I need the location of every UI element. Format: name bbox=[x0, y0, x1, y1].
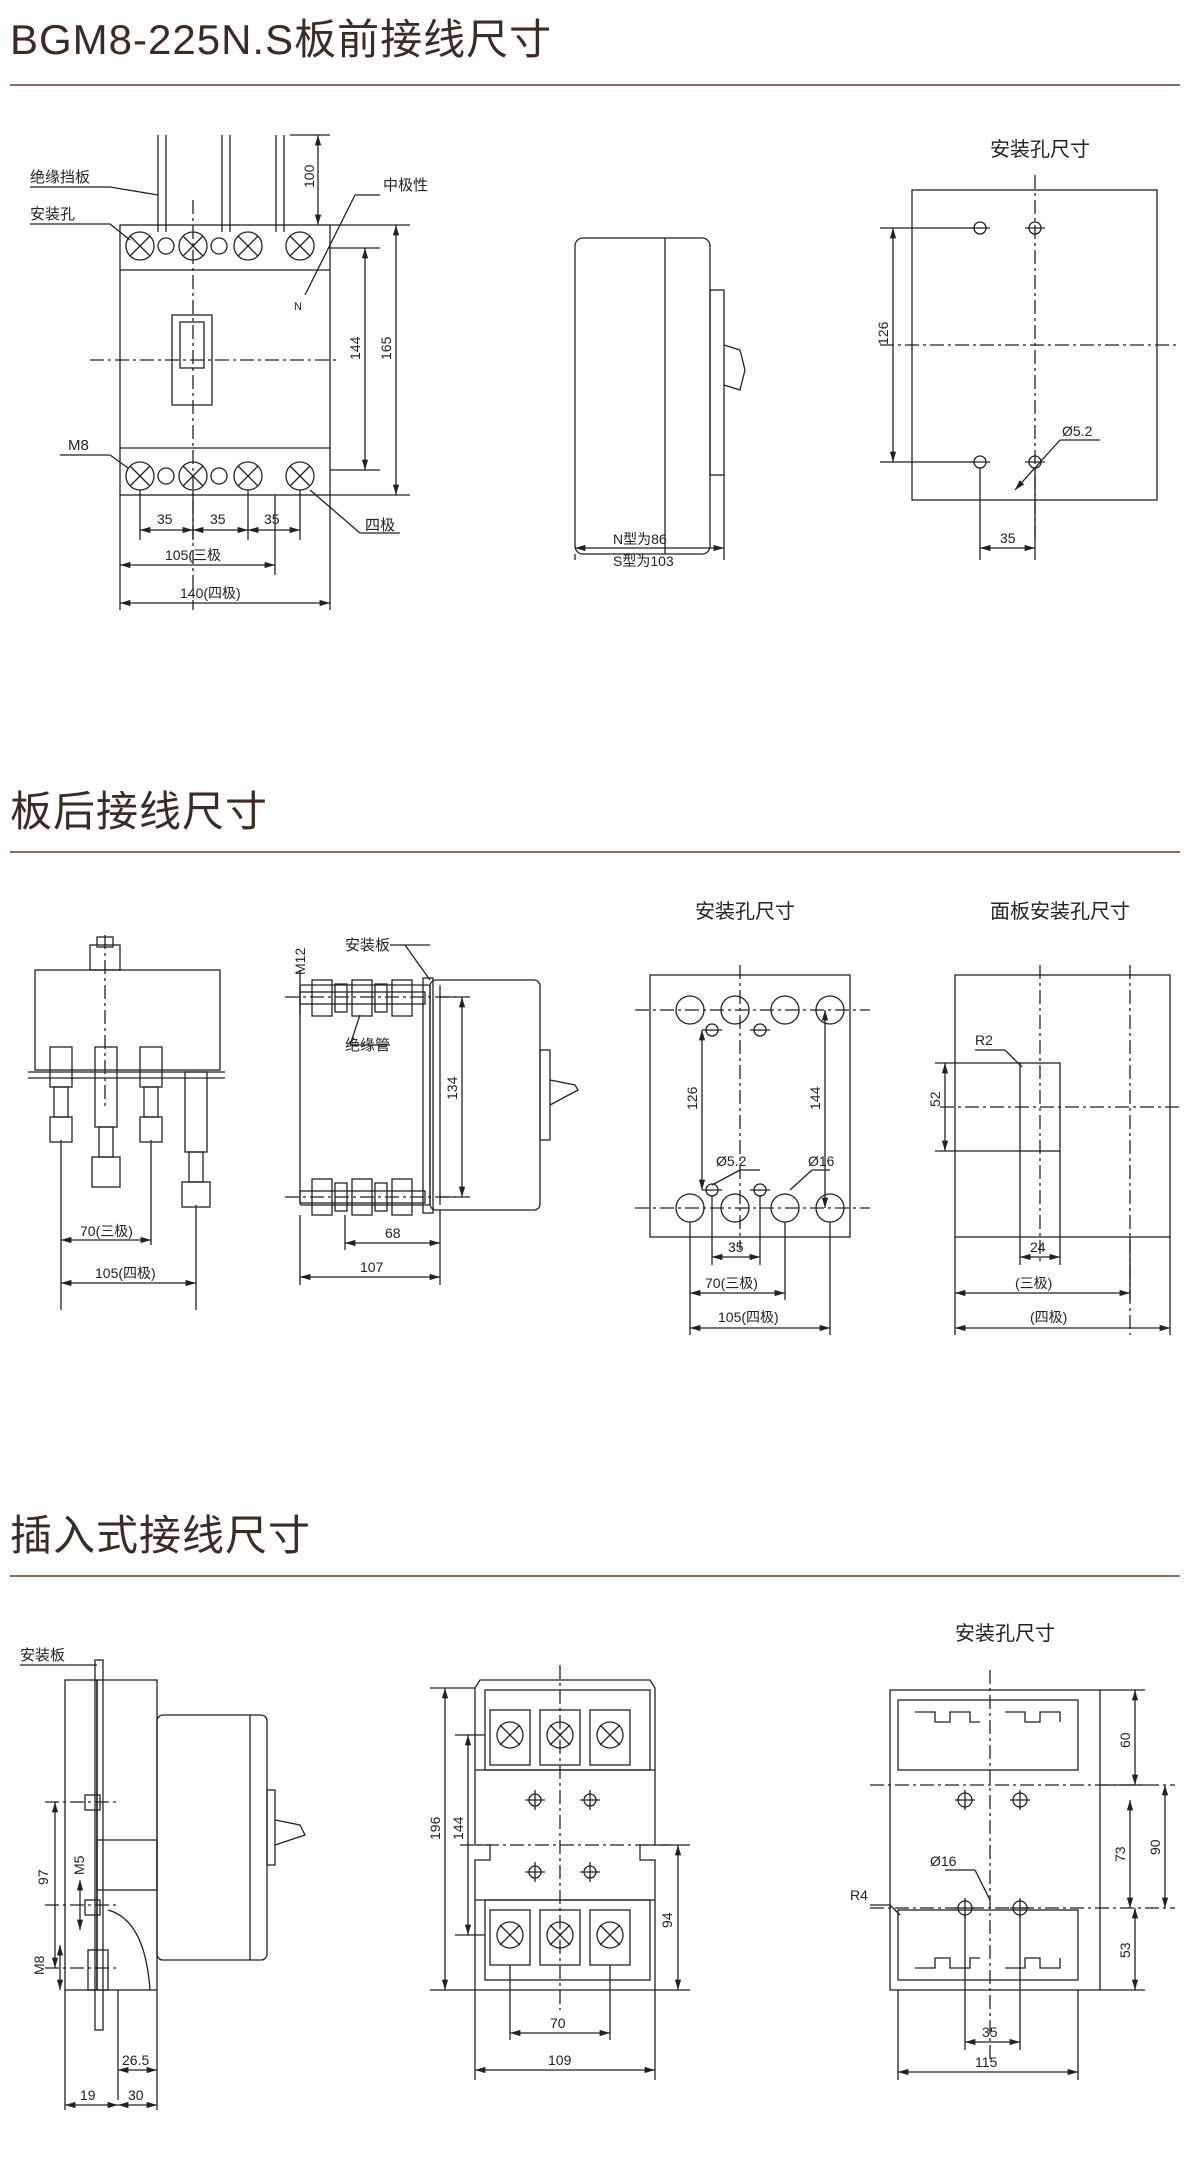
panel-cutout bbox=[935, 965, 1180, 1335]
section-rule-plugin bbox=[10, 1575, 1180, 1577]
front-dim-165: 165 bbox=[378, 336, 394, 360]
front-label-n: N bbox=[294, 301, 302, 313]
rear-label-mount-plate: 安装板 bbox=[345, 936, 390, 954]
rear-mount-title: 安装孔尺寸 bbox=[695, 900, 795, 923]
plugin-label-mount-plate: 安装板 bbox=[20, 1646, 65, 1664]
front-label-four-pole: 四极 bbox=[365, 517, 395, 534]
section-title-plugin: 插入式接线尺寸 bbox=[10, 1512, 312, 1559]
front-dim-140: 140(四极) bbox=[180, 585, 241, 601]
rear-side-view bbox=[285, 944, 579, 1285]
front-dim-126: 126 bbox=[875, 321, 891, 345]
rear-dim-105: 105(四极) bbox=[95, 1265, 156, 1281]
plugin-dim-73: 73 bbox=[1112, 1846, 1128, 1862]
plugin-front-view bbox=[430, 1665, 690, 2080]
front-view-breaker bbox=[90, 135, 340, 610]
rear-dim-35: 35 bbox=[728, 1239, 744, 1255]
rear-label-r2: R2 bbox=[975, 1032, 993, 1048]
rear-dim-144: 144 bbox=[807, 1086, 823, 1110]
front-mount-pattern bbox=[880, 175, 1180, 560]
plugin-mount-pattern bbox=[870, 1670, 1175, 2080]
plugin-dim-30: 30 bbox=[128, 2087, 144, 2103]
plugin-dim-35: 35 bbox=[982, 2024, 998, 2040]
rear-mount-pattern bbox=[635, 965, 870, 1335]
rear-dim-three: (三极) bbox=[1015, 1275, 1052, 1291]
front-dim-100: 100 bbox=[301, 164, 317, 188]
plugin-dim-19: 19 bbox=[80, 2087, 96, 2103]
plugin-dim-90: 90 bbox=[1147, 1839, 1163, 1855]
plugin-side-view bbox=[20, 1659, 306, 2110]
rear-dim-four: (四极) bbox=[1030, 1309, 1067, 1325]
front-dim-105: 105(三极 bbox=[165, 547, 221, 563]
plugin-dim-16: Ø16 bbox=[930, 1853, 957, 1869]
section-title-front: BGM8-225N.S板前接线尺寸 bbox=[10, 16, 553, 63]
front-dim-144: 144 bbox=[347, 336, 363, 360]
front-dim-35c: 35 bbox=[264, 511, 280, 527]
section-rule-rear bbox=[10, 851, 1180, 853]
rear-dim-hole52: Ø5.2 bbox=[716, 1153, 747, 1169]
front-dim-s-type: S型为103 bbox=[613, 553, 674, 569]
front-label-mount-hole: 安装孔 bbox=[30, 206, 75, 223]
plugin-dim-53: 53 bbox=[1117, 1942, 1133, 1958]
plugin-dim-60: 60 bbox=[1117, 1732, 1133, 1748]
rear-dim-107: 107 bbox=[360, 1259, 384, 1275]
front-dim-hole52: Ø5.2 bbox=[1062, 423, 1093, 439]
rear-dim-126: 126 bbox=[684, 1086, 700, 1110]
section-rule-front bbox=[10, 84, 1180, 86]
rear-dim-68: 68 bbox=[385, 1225, 401, 1241]
plugin-dim-94: 94 bbox=[659, 1912, 675, 1928]
front-mount-title: 安装孔尺寸 bbox=[990, 138, 1090, 161]
rear-dim-52p: 52 bbox=[927, 1091, 943, 1107]
plugin-label-m5: M5 bbox=[71, 1855, 87, 1875]
rear-label-tube: 绝缘管 bbox=[345, 1037, 390, 1054]
plugin-dim-109: 109 bbox=[548, 2052, 572, 2068]
front-dim-35b: 35 bbox=[210, 511, 226, 527]
front-dim-n-type: N型为86 bbox=[613, 531, 667, 547]
plugin-label-m8: M8 bbox=[31, 1955, 47, 1975]
plugin-dim-97: 97 bbox=[35, 1869, 51, 1885]
rear-front-view bbox=[28, 935, 225, 1310]
front-label-baffle: 绝缘挡板 bbox=[30, 168, 90, 186]
plugin-dim-144: 144 bbox=[450, 1816, 466, 1840]
rear-dim-105m: 105(四极) bbox=[718, 1309, 779, 1325]
rear-dim-hole16: Ø16 bbox=[808, 1153, 835, 1169]
front-dim-35a: 35 bbox=[157, 511, 173, 527]
front-label-m8: M8 bbox=[68, 437, 89, 454]
rear-dim-70: 70(三极) bbox=[80, 1223, 133, 1239]
front-label-neutral: 中极性 bbox=[383, 177, 428, 194]
rear-dim-70m: 70(三极) bbox=[705, 1275, 758, 1291]
plugin-label-r4: R4 bbox=[850, 1887, 868, 1903]
section-title-rear: 板后接线尺寸 bbox=[10, 788, 269, 835]
plugin-dim-70: 70 bbox=[550, 2015, 566, 2031]
plugin-dim-196: 196 bbox=[427, 1816, 443, 1840]
plugin-dim-26: 26.5 bbox=[122, 2052, 149, 2068]
rear-panel-title: 面板安装孔尺寸 bbox=[990, 900, 1130, 923]
rear-dim-134: 134 bbox=[444, 1076, 460, 1100]
rear-dim-24: 24 bbox=[1030, 1239, 1046, 1255]
plugin-mount-title: 安装孔尺寸 bbox=[955, 1622, 1055, 1645]
side-view-breaker bbox=[574, 237, 746, 560]
rear-label-m12: M12 bbox=[292, 948, 308, 975]
plugin-dim-115: 115 bbox=[975, 2054, 998, 2070]
front-dim-35m: 35 bbox=[1000, 530, 1016, 546]
